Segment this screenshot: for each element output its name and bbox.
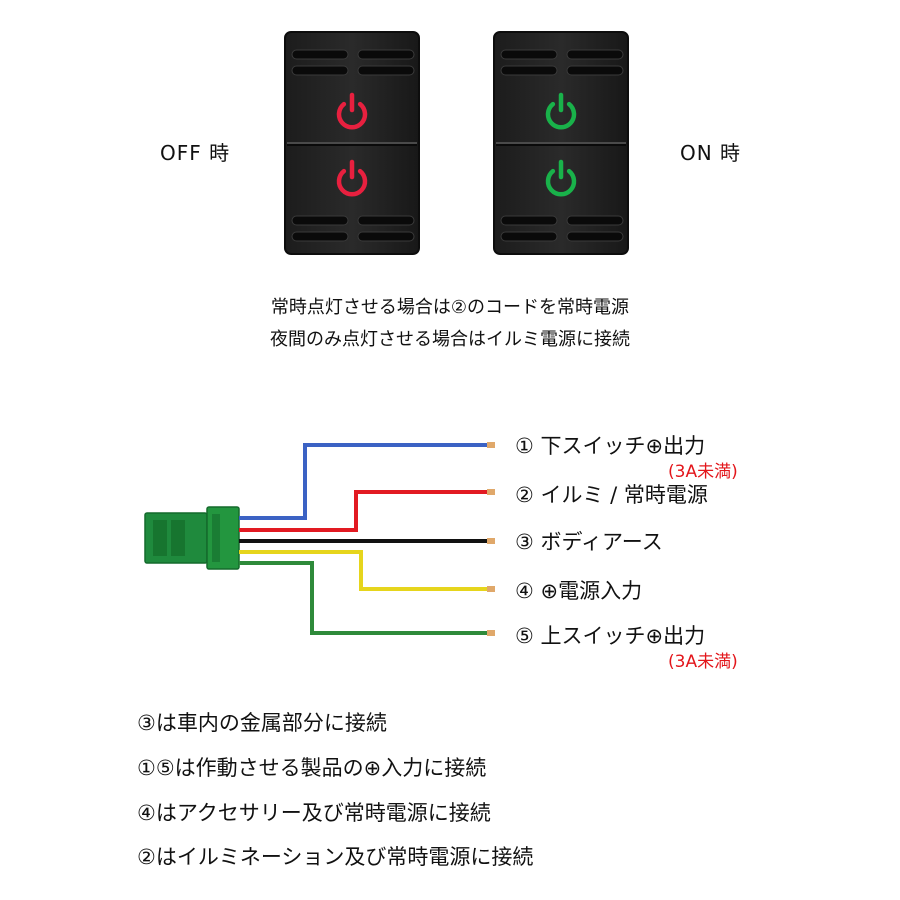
off-state-label: OFF 時 <box>160 141 231 165</box>
instruction-1: ③は車内の金属部分に接続 <box>137 711 387 735</box>
wire-4-yellow <box>239 550 488 591</box>
wire-1-blue <box>239 443 488 520</box>
on-power-icon-bottom <box>545 159 577 197</box>
instruction-4: ②はイルミネーション及び常時電源に接続 <box>137 845 534 869</box>
wire-label-1: ① 下スイッチ⊕出力 <box>515 434 706 458</box>
wire-limit-5: (3A未満) <box>668 652 738 672</box>
on-state-label: ON 時 <box>680 141 742 165</box>
note-line-1: 常時点灯させる場合は②のコードを常時電源 <box>270 297 630 318</box>
wiring-harness <box>144 442 495 636</box>
off-power-icon-bottom <box>336 159 368 197</box>
instruction-3: ④はアクセサリー及び常時電源に接続 <box>137 801 491 825</box>
wire-limit-1: (3A未満) <box>668 462 738 482</box>
on-switch <box>493 31 629 255</box>
connector-housing <box>206 506 240 570</box>
wire-2-red <box>239 490 488 532</box>
on-power-icon-top <box>545 92 577 130</box>
wire-5-green <box>239 561 488 635</box>
wire-label-5: ⑤ 上スイッチ⊕出力 <box>515 624 706 648</box>
off-switch <box>284 31 420 255</box>
instruction-2: ①⑤は作動させる製品の⊕入力に接続 <box>137 756 487 780</box>
note-line-2: 夜間のみ点灯させる場合はイルミ電源に接続 <box>270 329 630 350</box>
wire-label-2: ② イルミ / 常時電源 <box>515 483 708 507</box>
off-power-icon-top <box>336 92 368 130</box>
wire-label-4: ④ ⊕電源入力 <box>515 579 643 603</box>
wire-label-3: ③ ボディアース <box>515 530 663 554</box>
